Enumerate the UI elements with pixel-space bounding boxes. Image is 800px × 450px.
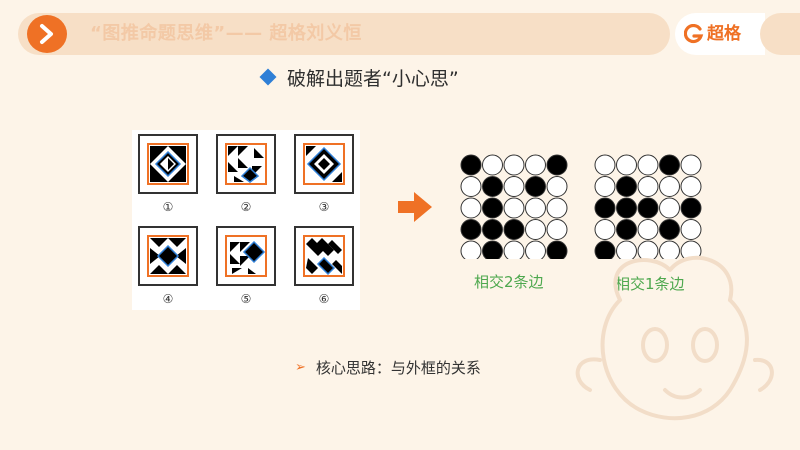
white-circle	[482, 154, 503, 176]
header-pill	[18, 13, 670, 55]
white-circle	[594, 219, 616, 240]
puzzle-pattern-1	[147, 143, 189, 185]
black-circle	[460, 219, 482, 240]
black-circle	[594, 240, 616, 259]
core-idea: ➢ 核心思路：与外框的关系	[295, 356, 481, 378]
white-circle	[616, 240, 637, 259]
black-circle	[594, 197, 616, 219]
white-circle	[659, 240, 680, 259]
white-circle	[460, 176, 482, 197]
white-circle	[503, 197, 525, 219]
black-circle	[546, 240, 568, 259]
white-circle	[594, 176, 616, 197]
diamond-icon	[259, 68, 277, 86]
white-circle	[525, 240, 546, 259]
figure-label-1: ①	[162, 200, 174, 214]
circle-grid-2	[594, 154, 702, 259]
white-circle	[637, 176, 659, 197]
white-circle	[525, 154, 546, 176]
white-circle	[525, 197, 546, 219]
white-circle	[503, 176, 525, 197]
white-circle	[659, 197, 680, 219]
black-circle	[659, 154, 680, 176]
white-circle	[659, 176, 680, 197]
puzzle-pattern-6	[303, 235, 345, 277]
figure-label-5: ⑤	[240, 292, 252, 306]
bullet-arrow-icon: ➢	[295, 359, 306, 375]
puzzle-pattern-4	[147, 235, 189, 277]
white-circle	[680, 176, 702, 197]
black-circle	[482, 197, 503, 219]
grid-caption-2: 相交1条边	[615, 275, 685, 293]
next-arrow-button[interactable]	[27, 15, 67, 53]
brand-logo-icon	[684, 24, 704, 44]
black-circle	[680, 197, 702, 219]
white-circle	[460, 197, 482, 219]
puzzle-figure-5	[216, 226, 276, 286]
chevron-right-icon	[40, 24, 53, 44]
black-circle	[525, 176, 546, 197]
puzzle-pattern-2	[225, 143, 267, 185]
white-circle	[594, 154, 616, 176]
circle-grid-1	[460, 154, 568, 259]
figure-label-2: ②	[240, 200, 252, 214]
brand-pill	[675, 13, 765, 55]
puzzle-figure-2	[216, 134, 276, 194]
white-circle	[680, 154, 702, 176]
black-circle	[482, 219, 503, 240]
header-title: “图推命题思维”—— 超格刘义恒	[90, 23, 362, 44]
arrow-right-icon	[398, 192, 432, 222]
white-circle	[616, 154, 637, 176]
white-circle	[637, 219, 659, 240]
figure-label-3: ③	[318, 200, 330, 214]
brand-pill-extension	[760, 13, 800, 55]
black-circle	[482, 240, 503, 259]
grid-caption-1: 相交2条边	[474, 273, 544, 291]
black-circle	[616, 219, 637, 240]
black-circle	[616, 197, 637, 219]
white-circle	[637, 154, 659, 176]
puzzle-figure-6	[294, 226, 354, 286]
black-circle	[616, 176, 637, 197]
figure-label-4: ④	[162, 292, 174, 306]
white-circle	[680, 240, 702, 259]
puzzle-panel: ① ② ③ ④ ⑤ ⑥	[132, 130, 360, 310]
puzzle-figure-3	[294, 134, 354, 194]
black-circle	[482, 176, 503, 197]
mascot-watermark-icon	[575, 255, 774, 421]
white-circle	[680, 219, 702, 240]
black-circle	[659, 219, 680, 240]
black-circle	[546, 154, 568, 176]
brand-name: 超格	[707, 24, 741, 44]
section-title: 破解出题者“小心思”	[259, 62, 459, 92]
black-circle	[637, 197, 659, 219]
white-circle	[546, 176, 568, 197]
black-circle	[460, 154, 482, 176]
white-circle	[546, 197, 568, 219]
header-bar: “图推命题思维”—— 超格刘义恒 超格	[0, 13, 800, 55]
black-circle	[503, 219, 525, 240]
puzzle-figure-1	[138, 134, 198, 194]
white-circle	[460, 240, 482, 259]
puzzle-figure-4	[138, 226, 198, 286]
puzzle-pattern-5	[225, 235, 267, 277]
white-circle	[637, 240, 659, 259]
section-title-text: 破解出题者“小心思”	[287, 67, 459, 90]
white-circle	[503, 240, 525, 259]
puzzle-pattern-3	[303, 143, 345, 185]
white-circle	[546, 219, 568, 240]
white-circle	[503, 154, 525, 176]
core-idea-text: 核心思路：与外框的关系	[315, 358, 481, 377]
white-circle	[525, 219, 546, 240]
figure-label-6: ⑥	[318, 292, 330, 306]
